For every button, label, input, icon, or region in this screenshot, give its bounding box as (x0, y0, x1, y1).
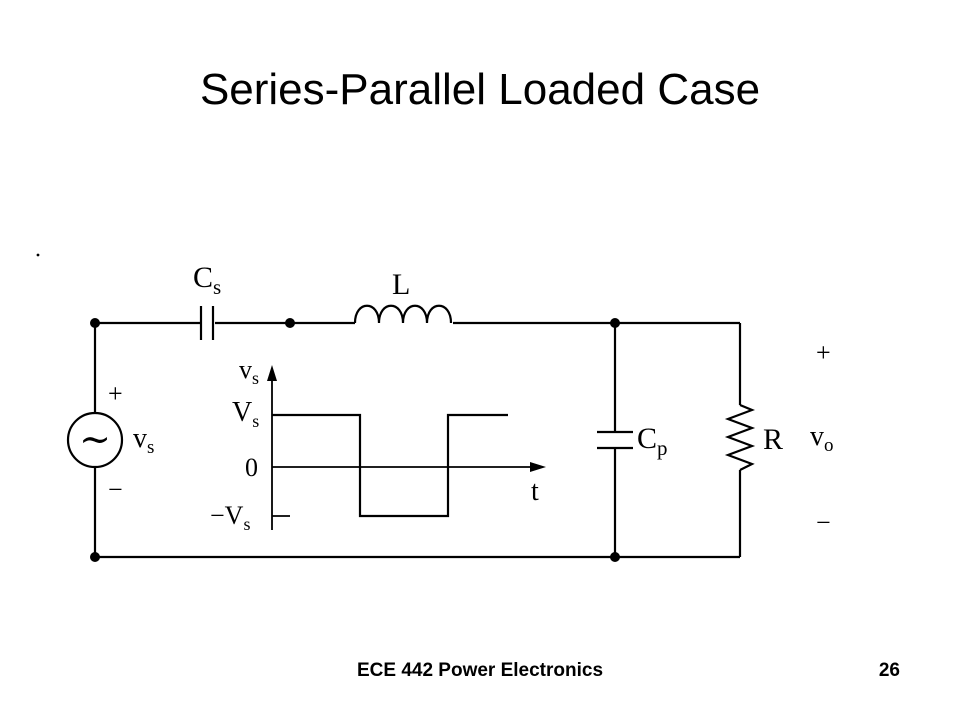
sine-icon: ∼ (79, 419, 111, 461)
footer-course: ECE 442 Power Electronics (356, 660, 604, 681)
junction-dots (90, 318, 620, 562)
level-high-label: Vs (232, 397, 259, 431)
level-low-label: −Vs (210, 501, 250, 534)
square-wave (272, 413, 508, 518)
vo-label: vo (810, 421, 834, 456)
r-label: R (763, 423, 783, 456)
waveform-x-label: t (531, 476, 539, 507)
vo-plus: + (816, 338, 831, 367)
inductor-l (353, 304, 453, 324)
source-minus: − (108, 475, 123, 504)
slide-title: Series-Parallel Loaded Case (199, 65, 761, 114)
l-label: L (392, 268, 410, 301)
page-number: 26 (878, 660, 900, 681)
source-plus: + (108, 379, 123, 408)
ac-source (66, 411, 124, 469)
level-zero-label: 0 (245, 453, 258, 482)
cs-label: Cs (193, 261, 221, 299)
stray-dot (36, 253, 40, 257)
waveform-inset (267, 365, 546, 530)
vs-label: vs (133, 423, 154, 458)
x-axis-arrow-icon (530, 462, 546, 472)
waveform-y-label: vs (239, 355, 259, 388)
capacitor-cs (199, 306, 215, 340)
resistor-r (724, 403, 756, 471)
y-axis-arrow-icon (267, 365, 277, 381)
vo-minus: − (816, 508, 831, 537)
cp-label: Cp (637, 422, 668, 460)
capacitor-cp (597, 430, 633, 450)
